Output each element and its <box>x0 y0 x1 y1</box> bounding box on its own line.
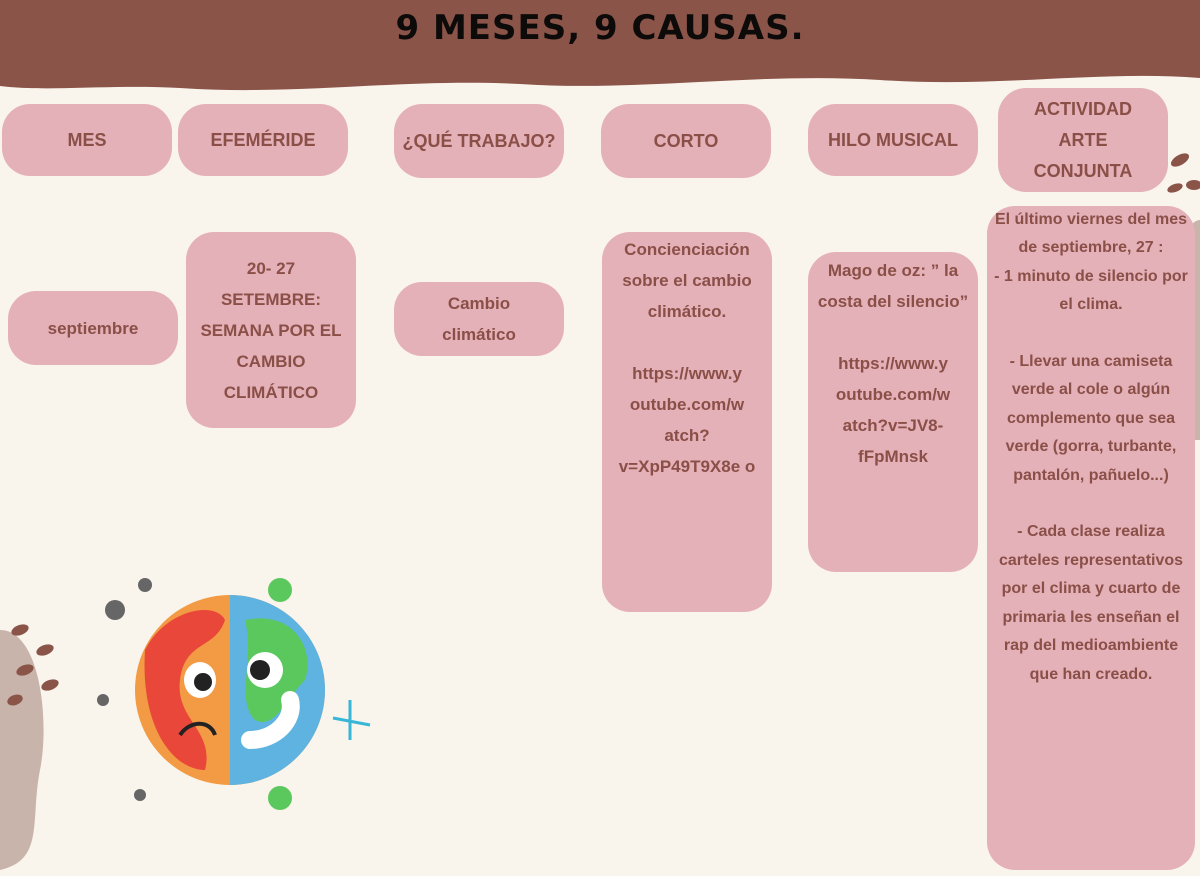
cell-actividad: El último viernes del mes de septiembre,… <box>987 206 1195 870</box>
header-mes: MES <box>2 104 172 176</box>
earth-illustration <box>97 578 371 810</box>
cell-efemeride: 20- 27 SETEMBRE: SEMANA POR EL CAMBIO CL… <box>186 232 356 428</box>
cell-hilo-musical: Mago de oz: ” la costa del silencio” htt… <box>808 252 978 572</box>
cell-mes: septiembre <box>8 291 178 365</box>
header-efemeride: EFEMÉRIDE <box>178 104 348 176</box>
header-banner <box>0 0 1200 91</box>
header-actividad-arte-conjunta: ACTIVIDAD ARTE CONJUNTA <box>998 88 1168 192</box>
cell-que-trabajo: Cambio climático <box>394 282 564 356</box>
header-corto: CORTO <box>601 104 771 178</box>
header-que-trabajo: ¿QUÉ TRABAJO? <box>394 104 564 178</box>
cell-corto: Concienciación sobre el cambio climático… <box>602 232 772 612</box>
header-hilo-musical: HILO MUSICAL <box>808 104 978 176</box>
decorative-blob-left <box>0 624 59 870</box>
page-title: 9 MESES, 9 CAUSAS. <box>395 8 805 48</box>
